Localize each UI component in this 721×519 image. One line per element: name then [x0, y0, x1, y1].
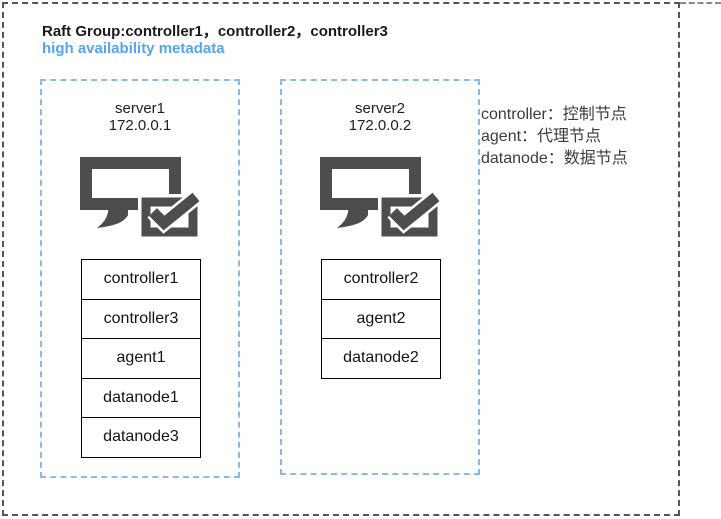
server2-ip: 172.0.0.2	[348, 117, 412, 134]
page-outline-border	[2, 2, 680, 516]
legend-line-datanode: datanode：数据节点	[481, 150, 628, 167]
server2-name: server2	[354, 100, 406, 117]
server1-node-table: controller1 controller3 agent1 datanode1…	[81, 259, 201, 458]
diagram-title: Raft Group:controller1，controller2，contr…	[42, 23, 388, 57]
legend-line-agent: agent：代理节点	[481, 128, 602, 145]
node-box: agent1	[82, 338, 200, 378]
node-type-legend: controller：控制节点 agent：代理节点 datanode：数据节点	[481, 104, 628, 170]
monitor-checkbox-icon	[320, 157, 442, 237]
raft-group-title: Raft Group:controller1，controller2，contr…	[42, 23, 388, 40]
legend-line-controller: controller：控制节点	[481, 106, 627, 123]
monitor-checkbox-icon	[80, 157, 202, 237]
node-box: controller3	[82, 298, 200, 338]
page-outline-border-extension	[680, 2, 721, 4]
server2-node-table: controller2 agent2 datanode2	[321, 259, 441, 379]
high-availability-subtitle: high availability metadata	[42, 40, 225, 57]
node-box: controller1	[82, 260, 200, 299]
node-box: datanode3	[82, 417, 200, 457]
node-box: datanode1	[82, 377, 200, 417]
server2-group-box: server2 172.0.0.2 controller2 agent2 dat…	[280, 79, 480, 475]
server1-label: server1 172.0.0.1	[42, 100, 238, 134]
node-box: agent2	[322, 298, 440, 338]
server1-name: server1	[114, 100, 166, 117]
node-box: datanode2	[322, 338, 440, 378]
server1-group-box: server1 172.0.0.1 controller1 controller…	[40, 79, 240, 478]
server2-label: server2 172.0.0.2	[282, 100, 478, 134]
node-box: controller2	[322, 260, 440, 299]
server1-ip: 172.0.0.1	[108, 117, 172, 134]
